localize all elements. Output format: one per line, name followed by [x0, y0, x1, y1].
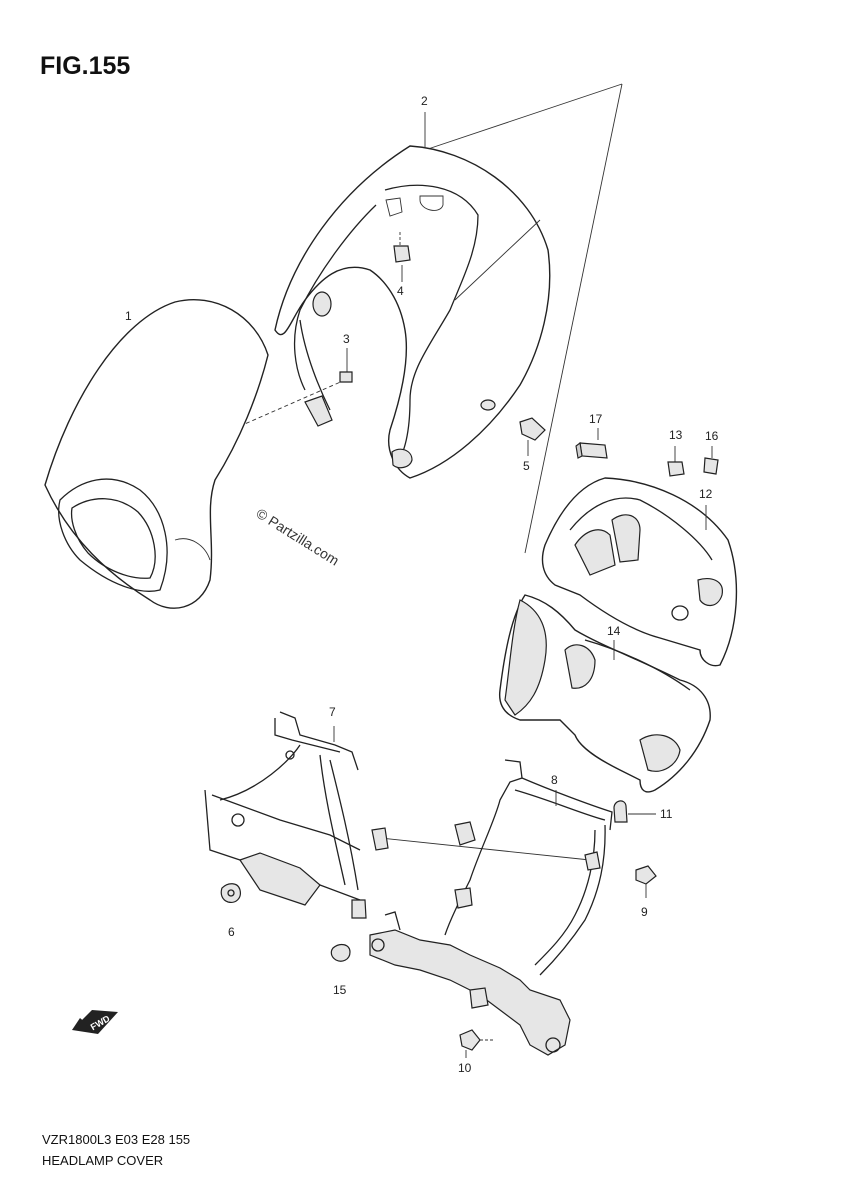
- callout-2: 2: [421, 94, 428, 108]
- part-16-clip: [703, 446, 719, 475]
- callout-1: 1: [125, 309, 132, 323]
- part-1-headlamp-housing: [44, 298, 269, 609]
- callout-16: 16: [705, 429, 719, 443]
- part-10-bolt: [459, 1029, 494, 1058]
- footer-figure-name: HEADLAMP COVER: [42, 1153, 164, 1168]
- part-17-pad: [575, 442, 608, 459]
- callout-17: 17: [589, 412, 603, 426]
- callout-4: 4: [397, 284, 404, 298]
- callout-13: 13: [669, 428, 683, 442]
- part-9-bolt: [635, 865, 657, 898]
- part-5-bolt: [519, 417, 546, 456]
- footer-model-code: VZR1800L3 E03 E28 155: [42, 1132, 191, 1147]
- figure-title: FIG.155: [40, 52, 131, 80]
- callout-8: 8: [551, 773, 558, 787]
- part-3-screw: [339, 348, 353, 383]
- part-7-left-bracket: [204, 711, 389, 919]
- part-12-inner-cover: [541, 477, 738, 667]
- fwd-arrow-icon: FWD: [72, 1010, 118, 1034]
- callout-leaders: [333, 112, 707, 806]
- part-11-stud: [613, 800, 656, 823]
- part-6-grommet: [220, 883, 241, 903]
- part-15-grommet: [330, 943, 351, 962]
- callout-7: 7: [329, 705, 336, 719]
- part-14-lower-panel: [498, 594, 711, 793]
- part-2-outer-cover: [274, 145, 551, 479]
- callout-14: 14: [607, 624, 621, 638]
- callout-3: 3: [343, 332, 350, 346]
- callout-10: 10: [458, 1061, 472, 1075]
- callout-11: 11: [660, 807, 673, 821]
- callout-9: 9: [641, 905, 648, 919]
- callout-6: 6: [228, 925, 235, 939]
- part-13-clip: [667, 446, 685, 477]
- part-4-nut: [393, 232, 411, 282]
- callout-15: 15: [333, 983, 347, 997]
- callout-12: 12: [699, 487, 713, 501]
- callout-5: 5: [523, 459, 530, 473]
- part-8-right-bracket: [369, 759, 613, 1056]
